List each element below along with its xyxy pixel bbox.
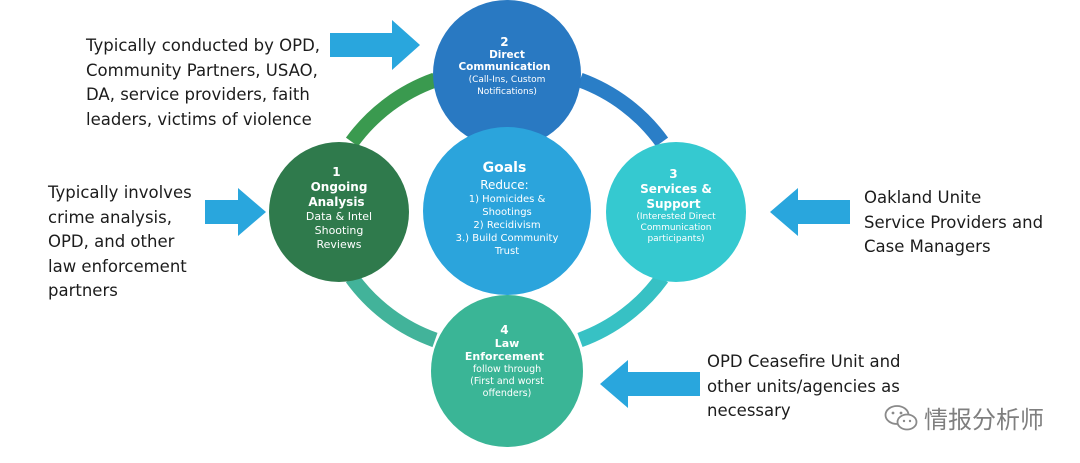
ring-segment-1-2 <box>345 72 438 147</box>
left-arrow-icon <box>770 188 850 236</box>
goals-subtitle: Reduce: <box>480 178 528 192</box>
svg-text:3 Services &Support (I: 3 Services &Support (Interested DirectCo… <box>636 163 716 244</box>
ring-segment-3-4 <box>577 273 669 348</box>
ring-segment-4-1 <box>345 273 438 348</box>
node-1-number: 1 <box>332 165 340 179</box>
node-services-support <box>606 142 746 282</box>
note-ongoing-analysis: Typically involves crime analysis, OPD, … <box>48 183 192 300</box>
node-direct-communication <box>433 0 581 148</box>
goals-title: Goals <box>483 160 527 176</box>
wechat-icon <box>884 404 918 430</box>
goals-circle <box>423 127 591 295</box>
watermark-text: 情报分析师 <box>924 406 1044 434</box>
arrow-to-direct-communication <box>330 20 420 70</box>
svg-text:Goals Reduce: 1) Homic: Goals Reduce: 1) Homicides &Shootings2) … <box>456 157 559 257</box>
node-4-number: 4 <box>500 323 508 337</box>
left-arrow-icon <box>600 360 700 408</box>
watermark: 情报分析师 <box>884 400 1044 435</box>
note-services-support: Oakland Unite Service Providers and Case… <box>864 188 1044 256</box>
note-law-enforcement: OPD Ceasefire Unit and other units/agenc… <box>707 352 901 420</box>
node-ongoing-analysis <box>269 142 409 282</box>
node-3-title: Services &Support <box>640 182 712 211</box>
arrow-to-law-enforcement <box>600 360 700 408</box>
right-arrow-icon <box>330 20 420 70</box>
note-direct-communication: Typically conducted by OPD, Community Pa… <box>86 36 321 129</box>
node-law-enforcement <box>431 295 583 447</box>
node-3-number: 3 <box>669 167 677 181</box>
right-arrow-icon <box>205 188 266 236</box>
node-2-number: 2 <box>500 35 508 49</box>
arrow-to-ongoing-analysis <box>205 188 266 236</box>
ring-segment-2-3 <box>577 72 669 147</box>
arrow-to-services-support <box>770 188 850 236</box>
